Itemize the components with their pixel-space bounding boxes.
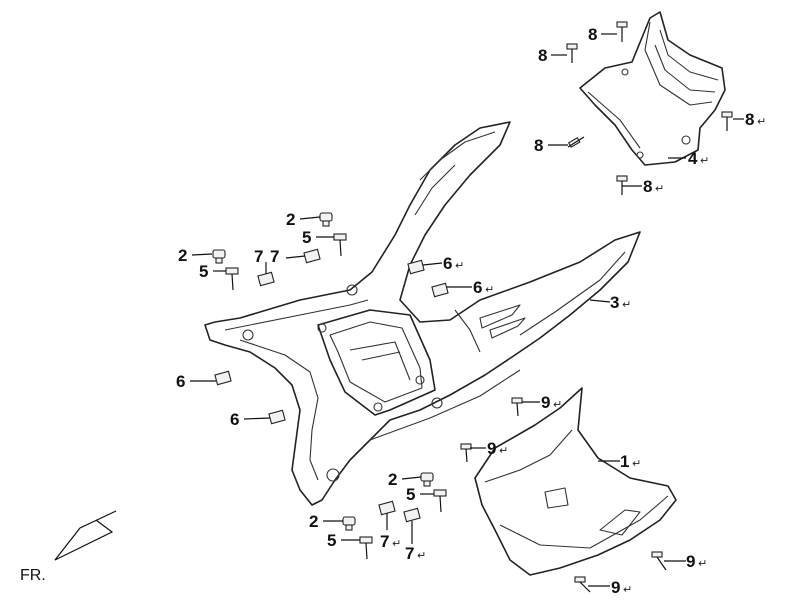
- nut-2a: [319, 212, 333, 227]
- callout-9b: 9: [487, 439, 496, 458]
- callout-7c: 7: [380, 532, 389, 551]
- callout-9c: 9: [686, 552, 695, 571]
- svg-text:↵: ↵: [392, 537, 401, 550]
- callout-5a: 5: [302, 228, 311, 247]
- screw-9b: [460, 443, 472, 463]
- nut-2b: [212, 249, 226, 264]
- clip-6d: [268, 409, 286, 425]
- callout-7a: 7: [254, 247, 263, 266]
- clip-6a: [407, 259, 425, 275]
- callout-6a: 6: [443, 254, 452, 273]
- svg-text:↵: ↵: [700, 154, 709, 167]
- callout-8d: 8: [534, 136, 543, 155]
- leader-lines: [190, 33, 744, 587]
- svg-text:↵: ↵: [417, 549, 426, 562]
- callout-1: 1: [620, 452, 629, 471]
- screw-9a: [511, 397, 523, 417]
- clip-6c: [214, 370, 232, 386]
- under-tray: [474, 387, 677, 576]
- clip-7c: [378, 500, 396, 516]
- callout-labels: 1 2 2 2 2 3 4 5 5 5 5 6 6 6 6 7 7 7 7 8 …: [176, 25, 754, 597]
- svg-text:↵: ↵: [632, 457, 641, 470]
- callout-8a: 8: [588, 25, 597, 44]
- front-direction-indicator: FR.: [20, 510, 117, 584]
- clip-6b: [431, 282, 449, 298]
- svg-text:↵: ↵: [698, 557, 707, 570]
- callout-2d: 2: [309, 512, 318, 531]
- screw-9d: [574, 576, 591, 593]
- bolt-5a: [333, 233, 347, 257]
- callout-8b: 8: [538, 46, 547, 65]
- svg-text:↵: ↵: [553, 398, 562, 411]
- svg-text:↵: ↵: [757, 115, 766, 128]
- callout-6b: 6: [473, 278, 482, 297]
- callout-2b: 2: [178, 246, 187, 265]
- callout-3: 3: [610, 293, 619, 312]
- screw-8b: [566, 43, 578, 63]
- svg-text:↵: ↵: [622, 298, 631, 311]
- callout-8e: 8: [643, 177, 652, 196]
- screw-8a: [616, 21, 628, 42]
- nut-2c: [420, 472, 434, 487]
- clip-7d: [403, 507, 421, 523]
- screw-8d: [567, 136, 585, 148]
- callout-7d: 7: [405, 544, 414, 563]
- svg-text:↵: ↵: [623, 583, 632, 596]
- svg-text:↵: ↵: [485, 283, 494, 296]
- callout-9d: 9: [611, 578, 620, 597]
- screw-9c: [651, 551, 667, 571]
- bolt-5b: [225, 267, 239, 291]
- clip-7a: [257, 271, 275, 287]
- callout-4: 4: [688, 149, 698, 168]
- callout-5c: 5: [406, 485, 415, 504]
- callout-6d: 6: [230, 410, 239, 429]
- svg-text:↵: ↵: [655, 182, 664, 195]
- svg-text:↵: ↵: [499, 444, 508, 457]
- callout-9a: 9: [541, 393, 550, 412]
- callout-5b: 5: [199, 262, 208, 281]
- callout-7b: 7: [270, 247, 279, 266]
- callout-2a: 2: [286, 210, 295, 229]
- callout-5d: 5: [327, 531, 336, 550]
- rear-center-cover: [579, 11, 726, 166]
- callout-8c: 8: [745, 110, 754, 129]
- callout-6c: 6: [176, 372, 185, 391]
- callout-2c: 2: [388, 470, 397, 489]
- screw-8c: [721, 111, 733, 131]
- floor-panel: [204, 121, 641, 506]
- svg-text:↵: ↵: [455, 259, 464, 272]
- bolt-5d: [359, 536, 373, 560]
- bolt-5c: [433, 489, 447, 513]
- return-marks: ↵ ↵ ↵ ↵ ↵ ↵ ↵ ↵ ↵ ↵ ↵ ↵ ↵: [392, 115, 766, 596]
- nut-2d: [342, 516, 356, 531]
- screw-8e: [616, 175, 628, 195]
- clip-7b: [303, 248, 321, 264]
- direction-label: FR.: [20, 567, 46, 584]
